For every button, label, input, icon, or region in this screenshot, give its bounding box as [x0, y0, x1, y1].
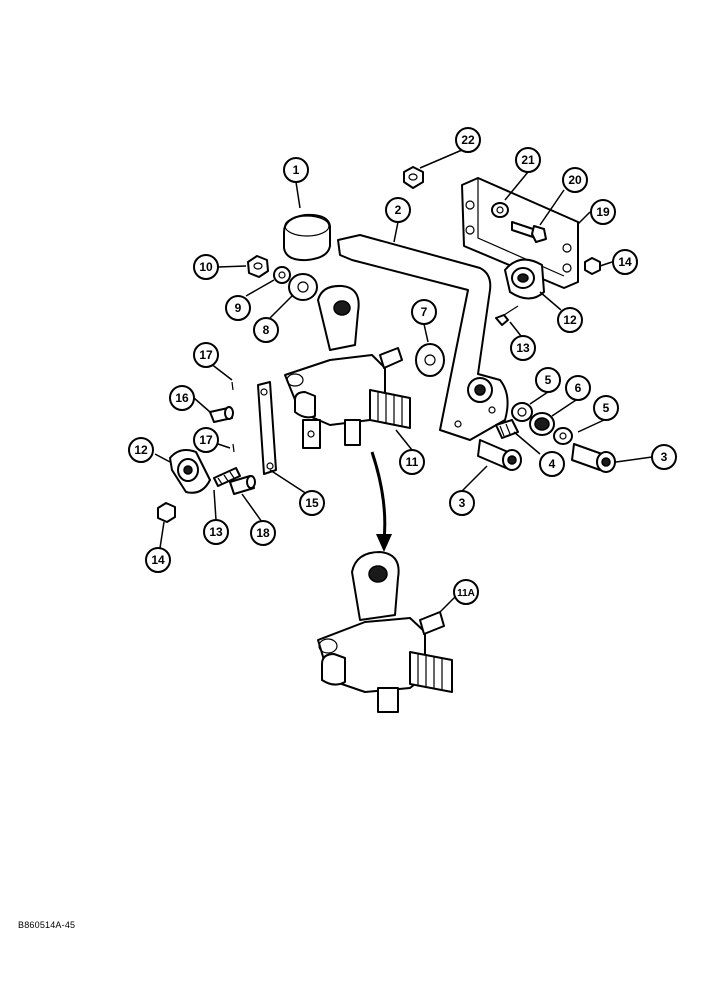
callout-11: 11 — [399, 449, 425, 475]
part-20-bolt — [511, 221, 547, 243]
callout-17-lower: 17 — [193, 427, 219, 453]
callout-15: 15 — [299, 490, 325, 516]
svg-text:16: 16 — [175, 391, 189, 405]
svg-text:8: 8 — [263, 323, 270, 337]
svg-text:12: 12 — [134, 443, 148, 457]
drawing-code: B860514A-45 — [18, 920, 76, 930]
callout-16: 16 — [169, 385, 195, 411]
svg-text:11: 11 — [406, 455, 419, 469]
callout-11a: 11A — [453, 579, 479, 605]
callout-7: 7 — [411, 299, 437, 325]
callout-13-right: 13 — [510, 335, 536, 361]
callout-14-right: 14 — [612, 249, 638, 275]
part-16-pin — [209, 406, 234, 423]
callout-22: 22 — [455, 127, 481, 153]
part-12-flange-bearing-right — [504, 258, 545, 300]
svg-text:3: 3 — [661, 450, 668, 464]
part-18-pin — [229, 475, 256, 495]
callout-21: 21 — [515, 147, 541, 173]
callout-19: 19 — [590, 199, 616, 225]
svg-text:10: 10 — [199, 260, 213, 274]
svg-text:4: 4 — [549, 457, 556, 471]
callout-3-right: 3 — [651, 444, 677, 470]
callout-4: 4 — [539, 451, 565, 477]
part-7-washer — [415, 343, 445, 377]
callout-12-left: 12 — [128, 437, 154, 463]
svg-text:13: 13 — [516, 341, 530, 355]
callout-1: 1 — [283, 157, 309, 183]
part-3-shoulder-bolt-right — [571, 443, 616, 473]
part-2-pedal-lever — [337, 234, 509, 441]
svg-text:7: 7 — [421, 305, 428, 319]
svg-text:17: 17 — [199, 348, 213, 362]
callout-9: 9 — [225, 295, 251, 321]
part-13-bolt-left — [213, 467, 241, 487]
svg-text:17: 17 — [199, 433, 213, 447]
svg-text:5: 5 — [545, 373, 552, 387]
svg-text:21: 21 — [521, 153, 535, 167]
part-8-washer — [288, 273, 318, 301]
svg-text:5: 5 — [603, 401, 610, 415]
svg-text:6: 6 — [575, 381, 582, 395]
part-14-nut-right — [584, 257, 601, 275]
callout-14-left: 14 — [145, 547, 171, 573]
part-17-cotter-pin-upper — [231, 381, 234, 391]
svg-text:2: 2 — [395, 203, 402, 217]
part-1-cap — [283, 213, 331, 262]
svg-text:14: 14 — [618, 255, 632, 269]
svg-text:19: 19 — [596, 205, 610, 219]
svg-text:9: 9 — [235, 301, 242, 315]
svg-text:1: 1 — [293, 163, 300, 177]
part-6-bearing — [529, 412, 555, 436]
callout-12-right: 12 — [557, 307, 583, 333]
svg-text:20: 20 — [568, 173, 582, 187]
svg-text:15: 15 — [305, 496, 319, 510]
callout-13-left: 13 — [203, 519, 229, 545]
callout-5-lower: 5 — [593, 395, 619, 421]
callout-3-left: 3 — [449, 490, 475, 516]
part-9-lock-washer — [273, 266, 291, 284]
callout-5-upper: 5 — [535, 367, 561, 393]
callout-17-upper: 17 — [193, 342, 219, 368]
part-21-washer — [491, 202, 509, 218]
svg-text:18: 18 — [256, 526, 270, 540]
callout-20: 20 — [562, 167, 588, 193]
svg-text:13: 13 — [209, 525, 223, 539]
svg-text:3: 3 — [459, 496, 466, 510]
part-11-pedal-shaft — [284, 284, 411, 449]
part-14-nut-left — [157, 502, 176, 523]
part-12-flange-bearing-left — [169, 449, 211, 494]
alternate-view-arrow — [370, 451, 392, 552]
part-22-nut — [403, 166, 424, 189]
part-17-cotter-pin-lower — [232, 443, 235, 453]
callout-10: 10 — [193, 254, 219, 280]
svg-text:14: 14 — [151, 553, 165, 567]
callout-2: 2 — [385, 197, 411, 223]
part-5-washer-lower — [553, 427, 573, 445]
callout-18: 18 — [250, 520, 276, 546]
part-10-nut — [247, 255, 269, 278]
part-15-link-plate — [257, 381, 277, 475]
part-13-bolt-right — [495, 305, 519, 326]
part-11a-alternate-pedal-shaft — [317, 551, 453, 713]
svg-text:11A: 11A — [457, 588, 475, 599]
svg-text:12: 12 — [563, 313, 577, 327]
callout-8: 8 — [253, 317, 279, 343]
part-5-washer-upper — [511, 402, 533, 422]
callout-6: 6 — [565, 375, 591, 401]
part-4-set-screw — [495, 419, 519, 439]
svg-text:22: 22 — [461, 133, 475, 147]
part-3-shoulder-bolt-left — [477, 439, 522, 471]
